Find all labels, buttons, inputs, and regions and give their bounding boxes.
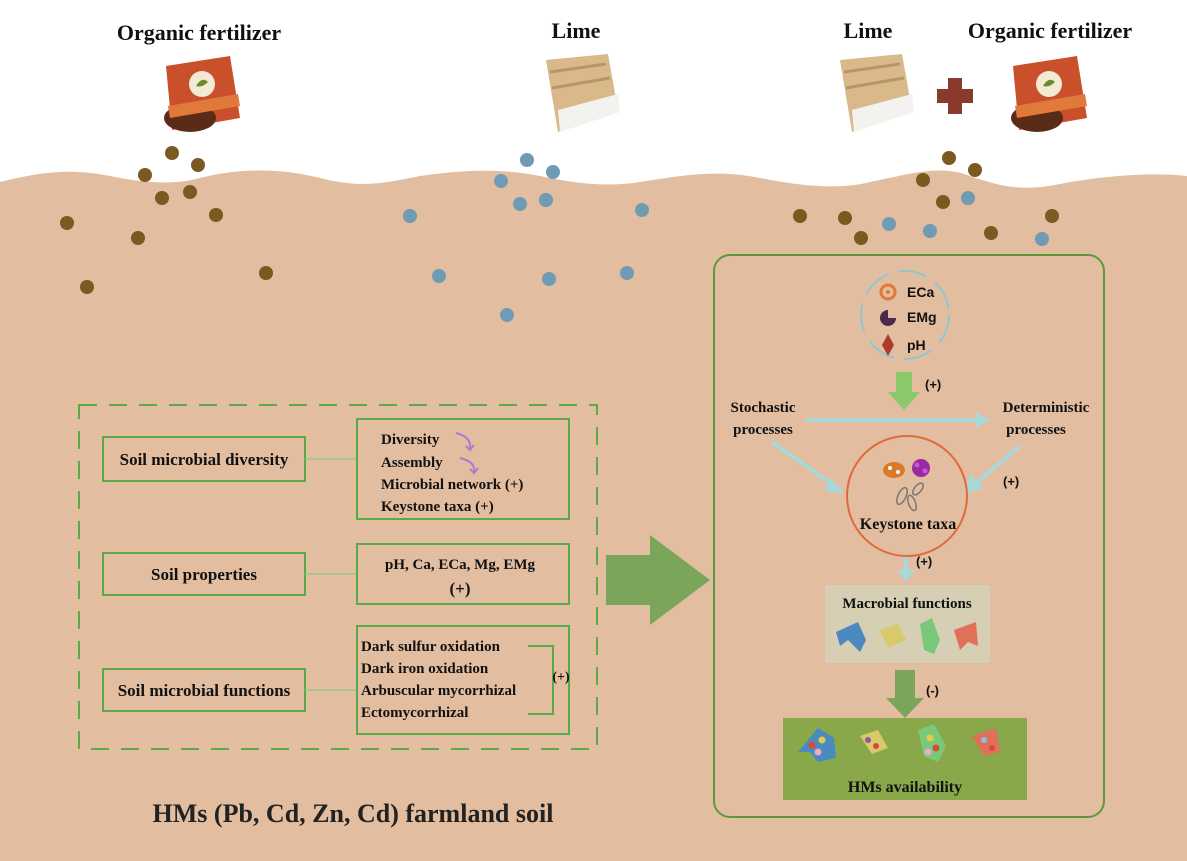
properties-label: Soil properties [151,565,257,584]
functions-label: Soil microbial functions [118,681,291,700]
minus-sign: (-) [926,683,939,698]
macrobial-functions-box [825,585,990,663]
lime-particles [403,153,1049,322]
hms-availability-field [783,718,1027,800]
deterministic-label-2: processes [1006,422,1066,438]
label-organic-fertilizer-right: Organic fertilizer [968,18,1133,43]
diversity-detail-box [356,418,570,520]
diversity-item: Microbial network (+) [381,477,523,493]
diversity-item: Assembly [381,455,443,471]
label-lime-right: Lime [844,18,893,43]
eca-icon [879,283,897,301]
lime-sack-icon [546,54,620,132]
microbe-icon [883,459,930,512]
functions-item: Dark iron oxidation [361,661,489,677]
functions-sign: (+) [552,670,570,685]
deterministic-label: Deterministic [1003,400,1090,416]
footer-title: HMs (Pb, Cd, Zn, Cd) farmland soil [153,799,554,828]
plus-mid: (+) [916,554,932,569]
legend-eca: ECa [907,284,934,300]
function-shapes-icon [836,618,978,654]
diversity-item: Diversity [381,432,440,448]
diversity-label: Soil microbial diversity [120,450,289,469]
keystone-ring [846,435,968,557]
lime-sack-icon-right [840,54,914,132]
fertilizer-bag-icon [164,56,240,132]
diag-arrow-head-left [825,478,846,494]
keystone-label: Keystone taxa [860,516,956,533]
stochastic-label: Stochastic [731,400,796,416]
stochastic-label-2: processes [733,422,793,438]
macrobial-label: Macrobial functions [842,596,971,612]
functions-item: Arbuscular mycorrhizal [361,683,516,699]
diag-arrow-head-right [964,474,984,494]
legend-emg: EMg [907,309,937,325]
label-organic-fertilizer-left: Organic fertilizer [117,20,282,45]
left-summary-panel [78,404,598,750]
right-mechanism-panel [713,254,1105,818]
big-right-arrow [606,535,710,625]
down-arrow-bottom [886,670,924,718]
organic-particles [60,146,1059,294]
label-lime-center: Lime [552,18,601,43]
plus-icon [937,78,973,114]
emg-icon [880,310,896,326]
plus-top: (+) [925,377,941,392]
down-arrow-top [888,372,920,410]
hms-label: HMs availability [848,779,962,796]
horizontal-arrow-head [976,412,990,428]
plus-det: (+) [1003,474,1019,489]
legend-ph: pH [907,337,926,353]
functions-bracket [528,645,554,715]
functions-detail-box [356,625,570,735]
fertilizer-bag-icon-right [1011,56,1087,132]
factor-ring [860,270,950,360]
ph-icon [882,334,894,356]
functions-item: Ectomycorrhizal [361,705,468,721]
metal-particles-icon [798,724,1000,762]
properties-detail-box [356,543,570,605]
functions-item: Dark sulfur oxidation [361,639,501,655]
diversity-item: Keystone taxa (+) [381,499,494,515]
properties-detail: pH, Ca, ECa, Mg, EMg [385,557,536,573]
down-arrow-cyan [897,570,915,582]
curved-arrow-icon [455,432,479,475]
properties-sign: (+) [449,579,470,598]
